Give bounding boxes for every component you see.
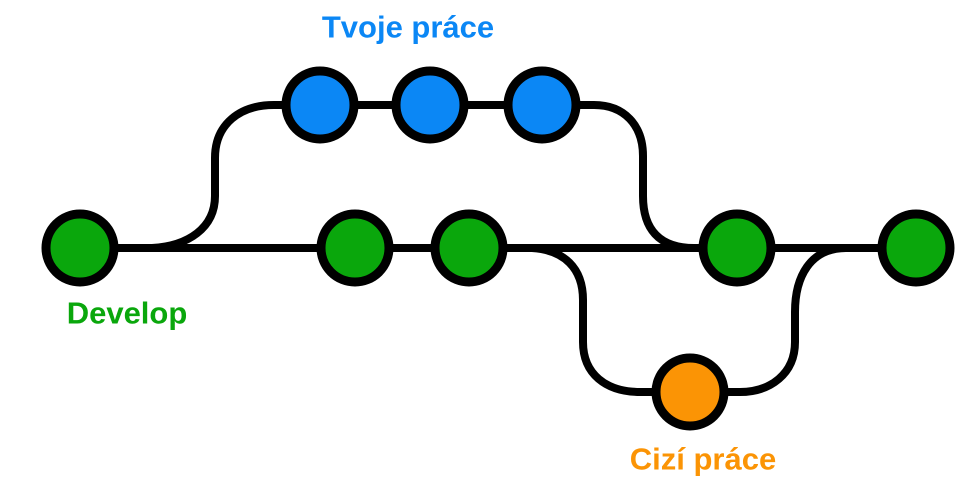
others-work-commit-1-node	[651, 353, 729, 431]
develop-commit-5-node	[877, 209, 955, 287]
develop-commit-1-node	[41, 209, 119, 287]
develop-commit-3-node	[430, 209, 508, 287]
others-work-branch	[531, 244, 847, 396]
your-work-commit-1-node	[281, 66, 359, 144]
your-work-commit-3-node	[503, 66, 581, 144]
develop-commit-4-node	[698, 209, 776, 287]
your-work-branch	[151, 101, 695, 252]
develop-label: Develop	[66, 295, 188, 331]
others-work-label: Cizí práce	[629, 441, 777, 477]
your-work-label: Tvoje práce	[321, 9, 495, 45]
develop-commit-2-node	[316, 209, 394, 287]
your-work-commit-2-node	[391, 66, 469, 144]
